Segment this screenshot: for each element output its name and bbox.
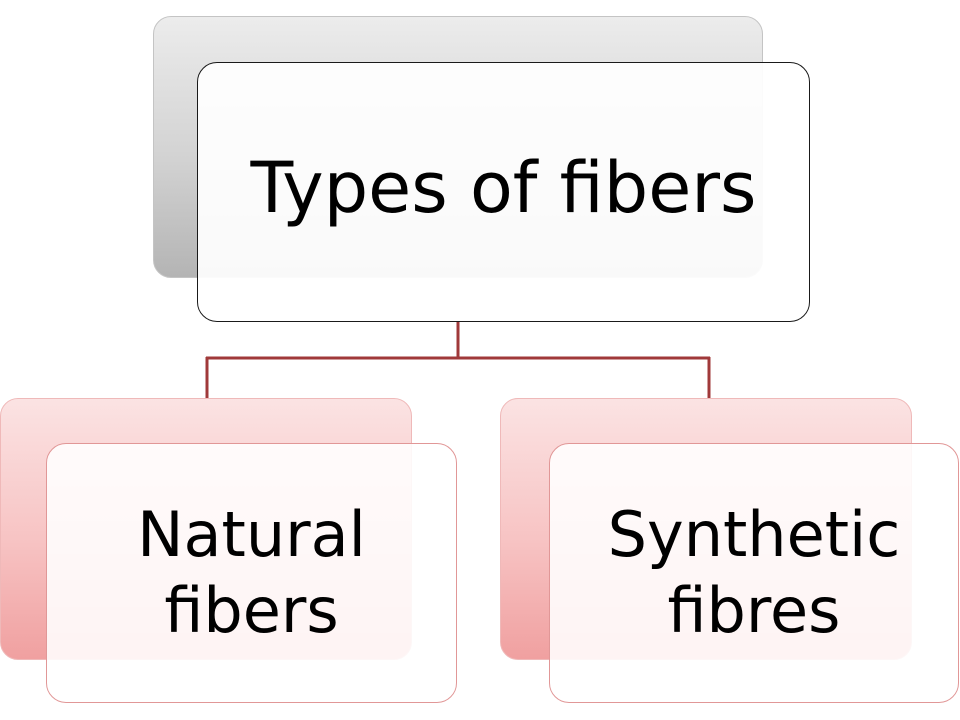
natural-fibers-label: Natural fibers <box>137 498 366 647</box>
child-node-synthetic-fibres: Synthetic fibres <box>549 443 959 703</box>
root-node-types-of-fibers: Types of fibers <box>197 62 810 322</box>
synthetic-fibres-label: Synthetic fibres <box>607 498 901 647</box>
root-node-label: Types of fibers <box>250 147 757 229</box>
child-node-natural-fibers: Natural fibers <box>46 443 457 703</box>
